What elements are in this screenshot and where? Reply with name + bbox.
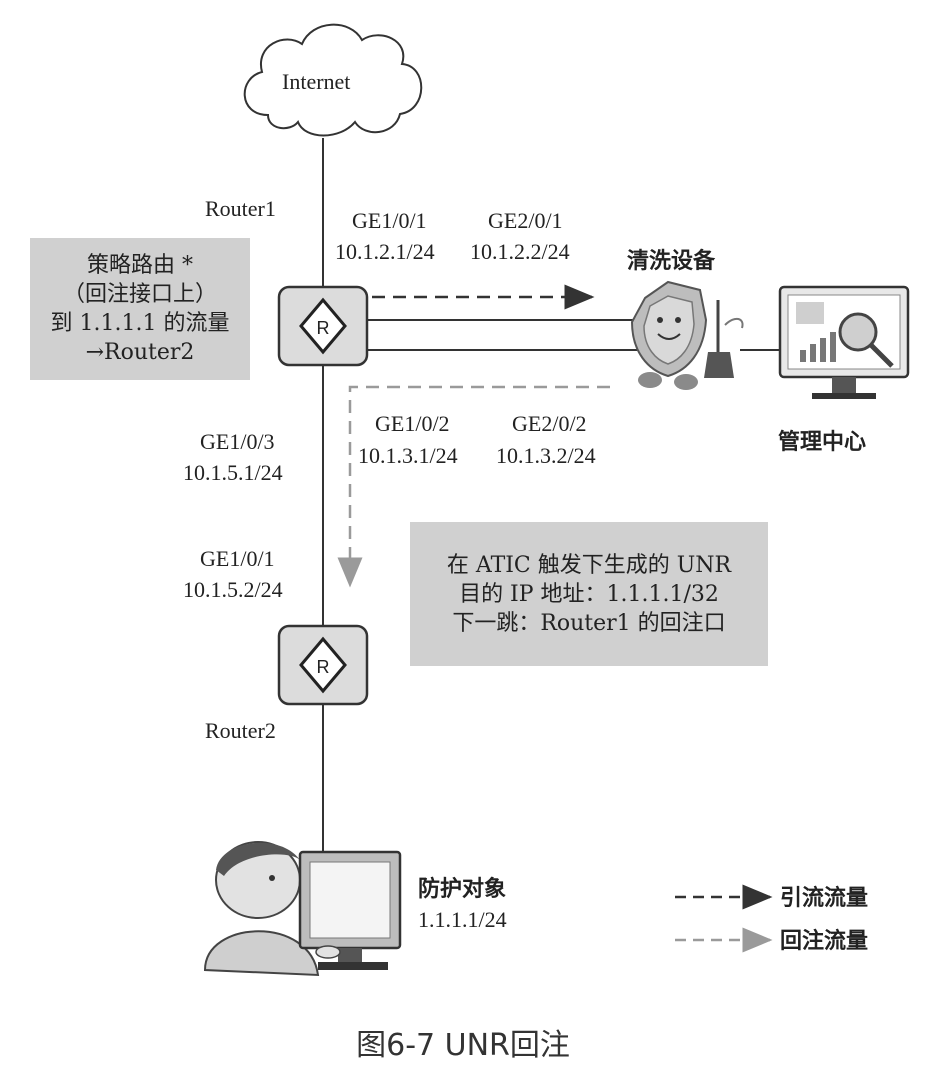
- policy-route-box: 策略路由 * （回注接口上） 到 1.1.1.1 的流量 →Router2: [30, 238, 250, 380]
- router1-icon: R: [277, 285, 369, 367]
- upper-sc-interface: GE2/0/1: [488, 208, 563, 233]
- upper-r1-ip: 10.1.2.1/24: [335, 239, 435, 264]
- unr-box: 在 ATIC 触发下生成的 UNR 目的 IP 地址：1.1.1.1/32 下一…: [410, 522, 768, 666]
- management-center-icon: [778, 285, 910, 399]
- scrubbing-device-icon: [630, 280, 744, 390]
- policy-line-4: →Router2: [85, 340, 195, 365]
- protected-object-icon: [203, 841, 402, 977]
- scrubbing-device-label: 清洗设备: [627, 248, 716, 274]
- policy-line-1: 策略路由 *: [87, 253, 193, 278]
- policy-line-2: （回注接口上）: [62, 282, 217, 307]
- figure-caption: 图6-7 UNR回注: [356, 1028, 570, 1063]
- router1-name: Router1: [205, 196, 276, 221]
- router1-ge103: GE1/0/3: [200, 429, 275, 454]
- router1-ge103-ip: 10.1.5.1/24: [183, 460, 283, 485]
- protected-object-ip: 1.1.1.1/24: [418, 907, 507, 932]
- svg-text:R: R: [317, 657, 330, 677]
- unr-line-3: 下一跳：Router1 的回注口: [452, 610, 726, 636]
- internet-label: Internet: [282, 69, 351, 94]
- injection-arrow: [337, 385, 610, 588]
- policy-line-3: 到 1.1.1.1 的流量: [50, 311, 230, 336]
- lower-r1-ip: 10.1.3.1/24: [358, 443, 458, 468]
- unr-line-1: 在 ATIC 触发下生成的 UNR: [446, 552, 732, 578]
- router2-ge101: GE1/0/1: [200, 546, 275, 571]
- legend-diversion-label: 引流流量: [780, 885, 869, 911]
- legend-injection-label: 回注流量: [780, 928, 869, 954]
- lower-sc-ip: 10.1.3.2/24: [496, 443, 596, 468]
- unr-line-2: 目的 IP 地址：1.1.1.1/32: [459, 581, 719, 607]
- router2-ge101-ip: 10.1.5.2/24: [183, 577, 283, 602]
- upper-sc-ip: 10.1.2.2/24: [470, 239, 570, 264]
- management-center-label: 管理中心: [778, 429, 867, 455]
- upper-r1-interface: GE1/0/1: [352, 208, 427, 233]
- internet-cloud: [243, 23, 423, 137]
- router2-icon: R: [277, 624, 369, 706]
- lower-r1-interface: GE1/0/2: [375, 411, 450, 436]
- protected-object-title: 防护对象: [418, 876, 507, 902]
- svg-text:R: R: [317, 318, 330, 338]
- router2-name: Router2: [205, 718, 276, 743]
- lower-sc-interface: GE2/0/2: [512, 411, 587, 436]
